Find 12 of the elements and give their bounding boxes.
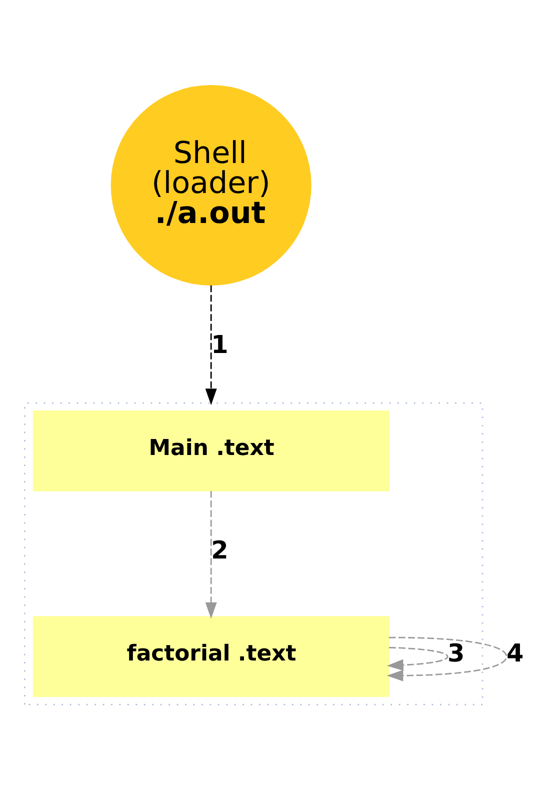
node-box: Main .text <box>32 410 390 492</box>
edge-label: 3 <box>448 638 465 668</box>
arrow <box>205 285 217 406</box>
edge-label: 4 <box>506 638 524 668</box>
arrow <box>386 646 448 671</box>
node-circle: Shell (loader) ./a.out <box>110 85 312 286</box>
cluster <box>24 402 484 706</box>
arrow <box>205 491 217 619</box>
edge-label: 1 <box>211 330 228 359</box>
node-box: factorial .text <box>32 616 390 698</box>
arrow <box>386 636 508 682</box>
edge-label: 2 <box>211 535 228 564</box>
